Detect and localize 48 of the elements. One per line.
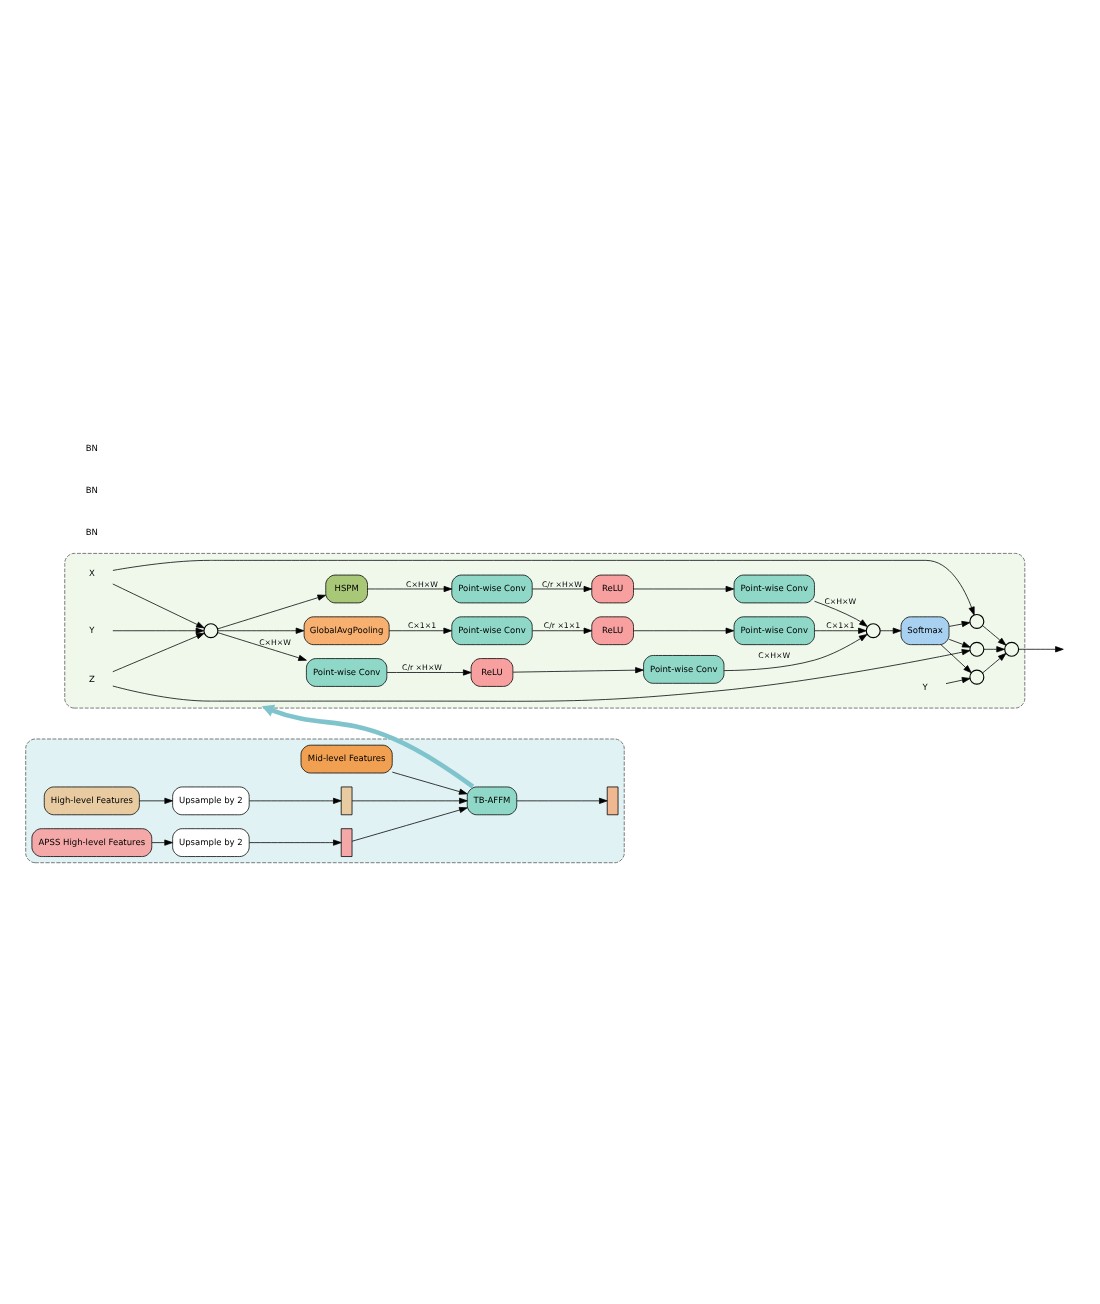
arrow (367, 585, 453, 593)
node-circle (1004, 641, 1020, 657)
cluster (64, 553, 1026, 709)
arrow (940, 644, 972, 674)
arrow (512, 667, 644, 674)
node-box (340, 786, 353, 816)
cluster (25, 738, 625, 864)
arrow (112, 649, 971, 702)
arrow (351, 807, 468, 842)
arrow (633, 585, 735, 593)
arrow (880, 627, 902, 634)
arrow (532, 627, 593, 634)
node-circle (969, 613, 985, 629)
arrow (982, 653, 1007, 674)
arrow (112, 560, 975, 616)
arrow (983, 646, 1005, 653)
arrow (388, 627, 452, 634)
arrow (386, 669, 472, 676)
arrow (112, 583, 205, 629)
arrow (112, 627, 205, 634)
arrow (532, 585, 593, 593)
arrow (723, 634, 868, 671)
arrow (249, 797, 342, 804)
arrow (948, 620, 971, 628)
arrow (982, 625, 1007, 646)
node-box (340, 828, 353, 857)
node-circle (969, 669, 985, 685)
arrow (814, 627, 867, 634)
arrow (151, 839, 173, 846)
arrow (814, 600, 868, 627)
arrow (945, 677, 971, 684)
arrow (217, 627, 305, 634)
arrow (217, 632, 307, 661)
arrow (391, 771, 468, 795)
arrow (261, 704, 475, 789)
arrow (351, 797, 468, 804)
arrow (112, 632, 205, 673)
node-circle (865, 623, 881, 639)
arrow (948, 638, 971, 648)
arrow (249, 839, 342, 846)
node-circle (203, 623, 219, 639)
arrow (217, 594, 327, 630)
arrow (633, 627, 735, 634)
node-box (606, 786, 619, 816)
node-circle (969, 641, 985, 657)
arrow (1018, 646, 1064, 653)
arrow (139, 797, 173, 804)
arrow (516, 797, 608, 804)
